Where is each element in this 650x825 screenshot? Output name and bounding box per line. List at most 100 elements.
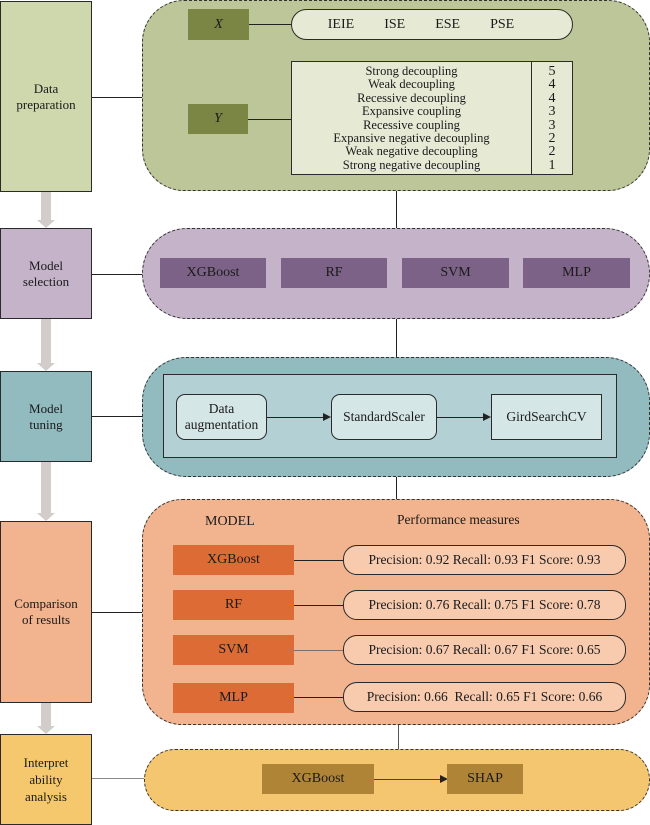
result-model-box: XGBoost bbox=[173, 545, 294, 575]
y-class-value: 2 bbox=[548, 144, 556, 160]
result-measures-pill: Precision: 0.92 Recall: 0.93 F1 Score: 0… bbox=[343, 545, 626, 575]
step-grid-search-cv: GirdSearchCV bbox=[491, 394, 602, 440]
y-class-value: 3 bbox=[548, 117, 556, 133]
result-model-box: SVM bbox=[173, 635, 294, 665]
connector-line bbox=[294, 650, 344, 651]
y-class-label: Weak negative decoupling bbox=[345, 144, 478, 159]
stage-model-selection: Model selection bbox=[0, 228, 92, 319]
stage-label-line: Model bbox=[29, 257, 63, 273]
stage-label-line: selection bbox=[22, 273, 70, 289]
arrow-right-icon bbox=[440, 775, 448, 783]
connector-line bbox=[398, 725, 399, 749]
model-label: SVM bbox=[440, 265, 471, 280]
x-variable: ISE bbox=[384, 16, 406, 32]
stage-label-line: Data bbox=[33, 80, 59, 96]
connector-line bbox=[294, 697, 344, 698]
stage-label-line: of results bbox=[21, 612, 71, 627]
y-class-value: 3 bbox=[548, 104, 556, 120]
model-label: XGBoost bbox=[186, 265, 240, 280]
arrow-right-icon bbox=[323, 413, 331, 421]
model-label: MLP bbox=[562, 265, 591, 280]
y-classes-table: Strong decoupling Weak decoupling Recess… bbox=[291, 61, 573, 175]
model-label: RF bbox=[325, 265, 343, 280]
stage-label-line: preparation bbox=[16, 96, 76, 112]
result-measures-text: Precision: 0.92 Recall: 0.93 F1 Score: 0… bbox=[368, 552, 601, 567]
stage-label-line: tuning bbox=[29, 416, 63, 432]
connector-line bbox=[248, 119, 291, 120]
y-class-value: 5 bbox=[548, 63, 556, 79]
connector-line bbox=[294, 560, 344, 561]
stage-comparison-of-results: Comparison of results bbox=[0, 521, 92, 703]
connector-line bbox=[396, 319, 397, 357]
connector-line bbox=[396, 191, 397, 228]
step-label: GirdSearchCV bbox=[506, 409, 587, 424]
result-measures-pill: Precision: 0.66 Recall: 0.65 F1 Score: 0… bbox=[343, 682, 626, 712]
flow-arrow-down bbox=[37, 319, 55, 371]
x-variable: IEIE bbox=[327, 16, 355, 32]
connector-line bbox=[92, 778, 144, 779]
x-variable-box: X bbox=[188, 9, 249, 40]
stage-label-line: analysis bbox=[25, 789, 67, 804]
result-model-label: MLP bbox=[219, 690, 248, 705]
y-class-label: Weak decoupling bbox=[368, 77, 455, 92]
y-class-value: 2 bbox=[548, 130, 556, 146]
stage-interpretability-analysis: Interpret ability analysis bbox=[0, 734, 92, 825]
flow-connector bbox=[437, 417, 484, 418]
stage-model-tuning: Model tuning bbox=[0, 371, 92, 462]
y-class-value: 4 bbox=[548, 90, 556, 106]
interpret-model-label: XGBoost bbox=[291, 771, 345, 786]
step-data-augmentation: Data augmentation bbox=[176, 394, 267, 440]
measures-column-header: Performance measures bbox=[397, 512, 520, 527]
result-model-box: MLP bbox=[173, 683, 294, 713]
stage-label-line: ability bbox=[29, 772, 63, 787]
connector-line bbox=[92, 274, 142, 275]
y-class-label: Strong negative decoupling bbox=[342, 157, 481, 172]
y-variable-box: Y bbox=[188, 104, 248, 134]
result-measures-text: Precision: 0.67 Recall: 0.67 F1 Score: 0… bbox=[368, 642, 601, 657]
step-label-line: augmentation bbox=[184, 417, 259, 432]
result-model-label: RF bbox=[224, 597, 243, 612]
flow-arrow-down bbox=[37, 703, 55, 734]
connector-line bbox=[249, 24, 291, 25]
y-class-label: Expansive negative decoupling bbox=[333, 130, 490, 145]
model-column-header: MODEL bbox=[205, 514, 255, 529]
model-box-xgboost: XGBoost bbox=[160, 258, 266, 288]
result-model-label: SVM bbox=[218, 642, 249, 657]
result-model-box: RF bbox=[173, 590, 294, 620]
arrow-right-icon bbox=[483, 413, 491, 421]
result-measures-text: Precision: 0.76 Recall: 0.75 F1 Score: 0… bbox=[368, 597, 601, 612]
y-class-values: 5 4 4 3 3 2 2 1 bbox=[531, 62, 572, 174]
connector-line bbox=[92, 97, 142, 98]
flow-connector bbox=[374, 779, 440, 780]
y-class-label: Recessive coupling bbox=[363, 117, 460, 132]
result-measures-pill: Precision: 0.76 Recall: 0.75 F1 Score: 0… bbox=[343, 590, 626, 620]
connector-line bbox=[396, 477, 397, 499]
step-label: StandardScaler bbox=[343, 409, 425, 424]
x-variables-pill: IEIE ISE ESE PSE bbox=[291, 9, 573, 40]
y-class-value: 4 bbox=[548, 77, 556, 93]
y-class-labels: Strong decoupling Weak decoupling Recess… bbox=[292, 62, 531, 174]
interpret-model-box: XGBoost bbox=[262, 764, 374, 794]
stage-label-line: Model bbox=[29, 400, 63, 416]
connector-line bbox=[92, 612, 142, 613]
x-variable: ESE bbox=[435, 16, 461, 32]
x-variable: PSE bbox=[490, 16, 515, 32]
connector-line bbox=[294, 605, 344, 606]
flow-arrow-down bbox=[37, 462, 55, 521]
shap-method-box: SHAP bbox=[447, 764, 523, 794]
y-class-label: Recessive decoupling bbox=[357, 90, 466, 105]
y-class-value: 1 bbox=[548, 157, 556, 173]
model-box-mlp: MLP bbox=[523, 258, 630, 288]
stage-label-line: Comparison bbox=[14, 596, 78, 611]
flow-arrow-down bbox=[37, 192, 55, 228]
shap-label: SHAP bbox=[467, 771, 503, 786]
model-box-svm: SVM bbox=[402, 258, 509, 288]
step-label-line: Data bbox=[208, 401, 235, 416]
result-measures-pill: Precision: 0.67 Recall: 0.67 F1 Score: 0… bbox=[343, 635, 626, 665]
result-measures-text: Precision: 0.66 Recall: 0.65 F1 Score: 0… bbox=[366, 689, 603, 704]
interpretability-panel bbox=[144, 749, 650, 811]
x-label: X bbox=[214, 16, 223, 32]
step-standard-scaler: StandardScaler bbox=[331, 394, 437, 440]
y-label: Y bbox=[214, 111, 222, 126]
model-box-rf: RF bbox=[281, 258, 387, 288]
